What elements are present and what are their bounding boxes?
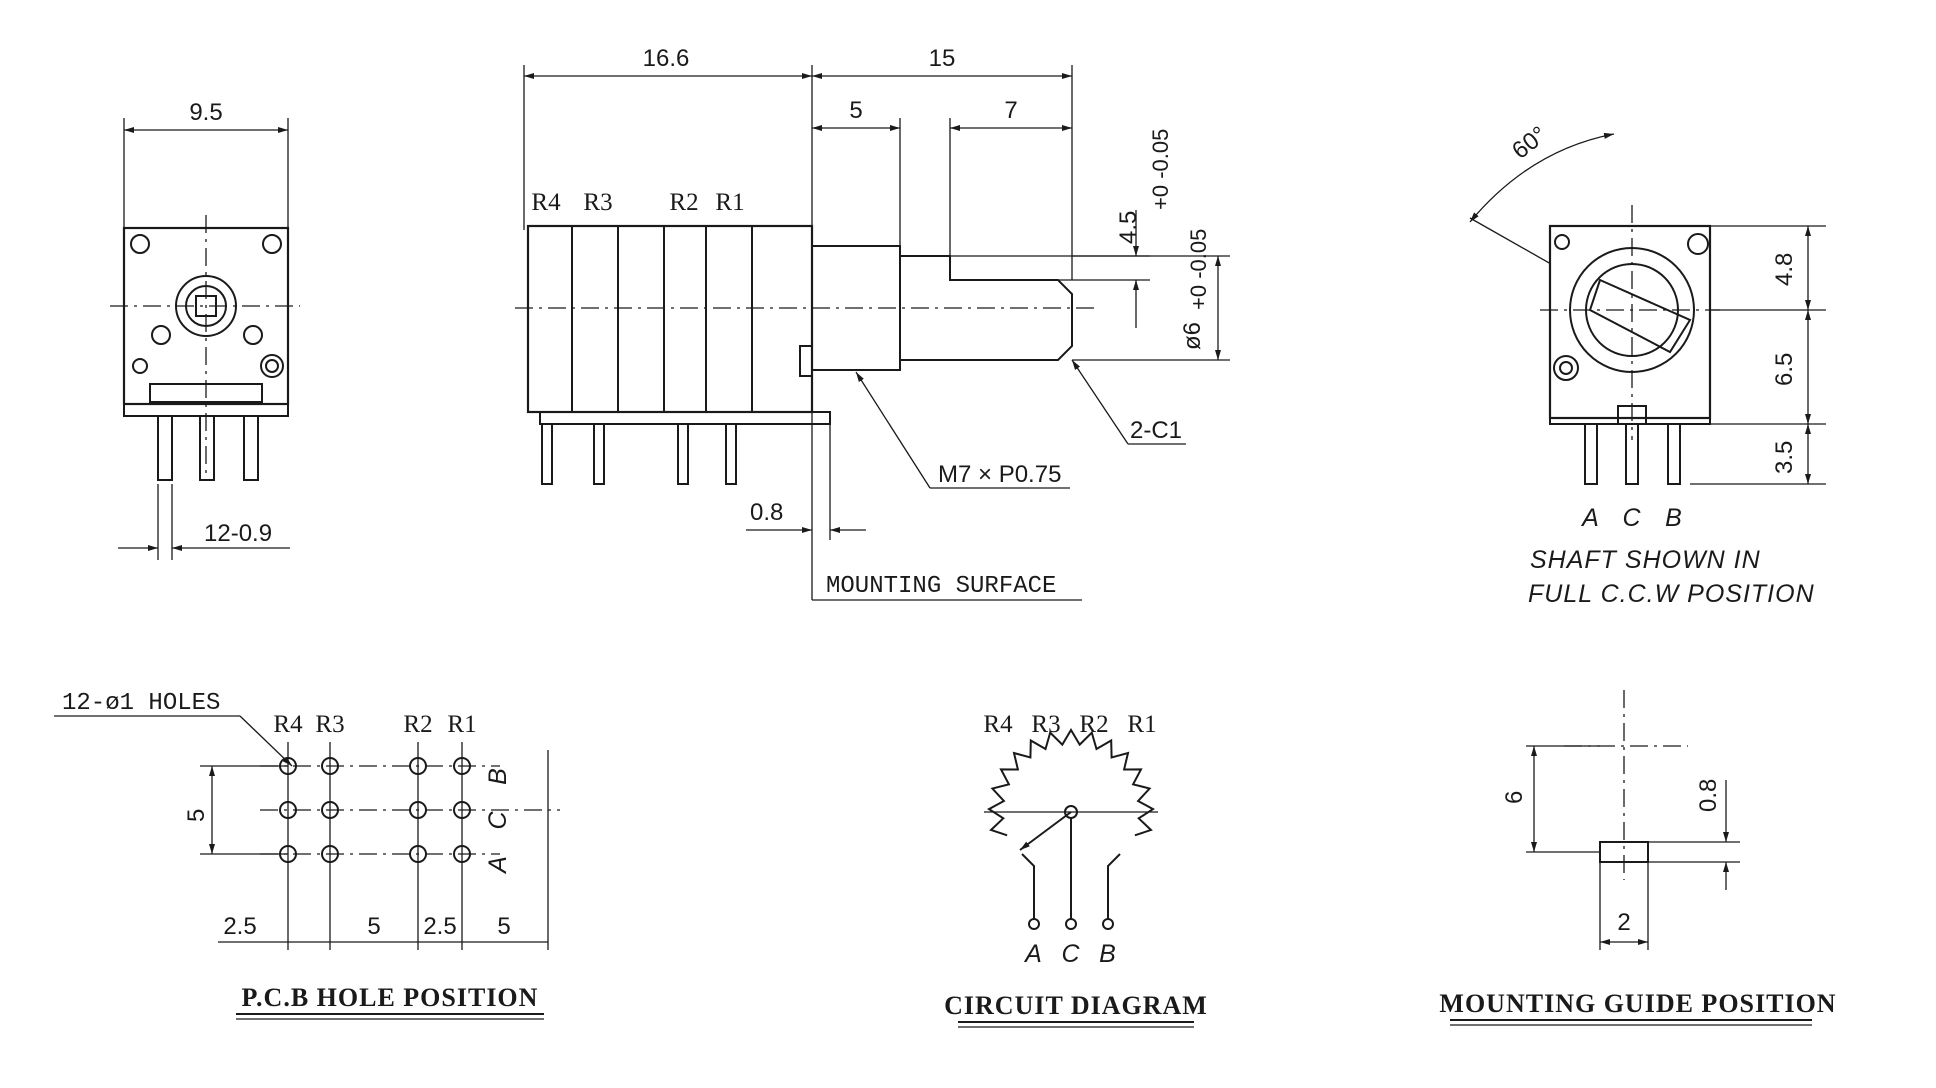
pcb-dim-c: 2.5 [423, 913, 456, 940]
circuit-pin-b: B [1099, 940, 1117, 968]
circuit-label-r2: R2 [1079, 711, 1108, 738]
side-label-r3: R3 [583, 189, 612, 216]
rear-dim-top: 4.8 [1771, 253, 1798, 286]
pcb-label-r1: R1 [447, 711, 476, 738]
circuit-label-r4: R4 [983, 711, 1013, 738]
rotation-view: 60° A C B 4.8 6.5 3.5 SHAFT SHOWN IN FUL… [1469, 121, 1826, 608]
guide-width-dim: 2 [1617, 909, 1630, 936]
shaft-diameter-tol: +0 -0.05 [1186, 229, 1211, 310]
pcb-dim-d: 5 [497, 913, 510, 940]
flat-depth-dim: 4.5 [1115, 211, 1142, 244]
guide-height-dim: 6 [1501, 791, 1528, 804]
rear-dim-bottom: 3.5 [1771, 441, 1798, 474]
circuit-label-r3: R3 [1031, 711, 1060, 738]
pcb-hole-view: 12-ø1 HOLES R4 R3 R2 R1 B C A 5 2.5 5 [54, 690, 560, 1020]
side-label-r2: R2 [669, 189, 698, 216]
flat-length-dim: 7 [1004, 97, 1017, 124]
pot-rear-body [1548, 224, 1712, 420]
pcb-label-r4: R4 [273, 711, 303, 738]
side-label-r1: R1 [715, 189, 744, 216]
circuit-label-r1: R1 [1127, 711, 1156, 738]
mounting-surface-label: MOUNTING SURFACE [826, 573, 1056, 600]
guide-thickness-dim: 0.8 [1695, 779, 1722, 812]
shaft-note-line1: SHAFT SHOWN IN [1530, 546, 1761, 574]
pcb-hole-grid [279, 757, 471, 863]
circuit-pin-a: A [1023, 940, 1043, 968]
shaft-length-dim: 15 [929, 45, 956, 72]
bushing-dim: 5 [849, 97, 862, 124]
pcb-label-r3: R3 [315, 711, 344, 738]
shaft-diameter-dim: ø6 [1179, 322, 1206, 350]
circuit-view: R4 R3 R2 R1 A C B CIRCUIT DIAGRAM [944, 711, 1208, 1028]
guide-title: MOUNTING GUIDE POSITION [1439, 989, 1836, 1018]
front-width-dim: 9.5 [189, 99, 222, 126]
circuit-pin-c: C [1061, 940, 1080, 968]
wiper-arrow [1019, 811, 1072, 851]
mount-offset-dim: 0.8 [750, 499, 783, 526]
pcb-row-pitch: 5 [183, 809, 210, 822]
side-view: 16.6 15 5 7 R4 R3 R2 R1 4.5 +0 -0.05 [515, 45, 1230, 601]
pcb-dim-b: 5 [367, 913, 380, 940]
rotation-pin-a: A [1580, 504, 1600, 532]
side-label-r4: R4 [531, 189, 561, 216]
pcb-label-r2: R2 [403, 711, 432, 738]
rear-dim-mid: 6.5 [1771, 353, 1798, 386]
front-view: 9.5 12-0.9 [110, 99, 300, 560]
pcb-dim-a: 2.5 [223, 913, 256, 940]
body-length-dim: 16.6 [643, 45, 690, 72]
shaft-note-line2: FULL C.C.W POSITION [1528, 580, 1815, 608]
chamfer-label: 2-C1 [1130, 417, 1182, 444]
rotation-pin-b: B [1665, 504, 1683, 532]
pcb-title: P.C.B HOLE POSITION [242, 983, 539, 1012]
pcb-row-a: A [484, 855, 512, 875]
shaft [900, 255, 1073, 361]
holes-label: 12-ø1 HOLES [62, 690, 220, 717]
resistor-arc [987, 728, 1155, 837]
thread-label: M7 × P0.75 [938, 461, 1061, 488]
circuit-title: CIRCUIT DIAGRAM [944, 991, 1208, 1020]
pcb-row-c: C [484, 810, 512, 829]
mounting-guide-view: 6 0.8 2 MOUNTING GUIDE POSITION [1439, 690, 1836, 1026]
rotation-pin-c: C [1622, 504, 1641, 532]
flat-depth-tol: +0 -0.05 [1148, 129, 1173, 210]
pot-side-body [526, 224, 814, 414]
pin-width-dim: 12-0.9 [204, 520, 272, 547]
pcb-row-b: B [484, 767, 512, 785]
